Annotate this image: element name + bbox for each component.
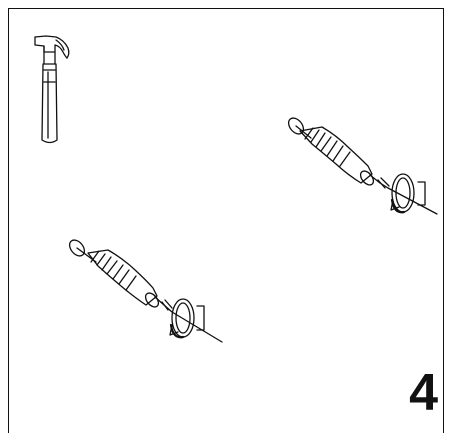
instruction-panel (8, 8, 444, 433)
step-number: 4 (409, 364, 438, 422)
rotate-clockwise-icon-lower (169, 298, 195, 339)
rotate-clockwise-icon-upper (390, 173, 415, 214)
hammer-icon (34, 35, 70, 144)
wall-plug-upper (287, 117, 438, 215)
wall-plug-lower (68, 239, 223, 343)
